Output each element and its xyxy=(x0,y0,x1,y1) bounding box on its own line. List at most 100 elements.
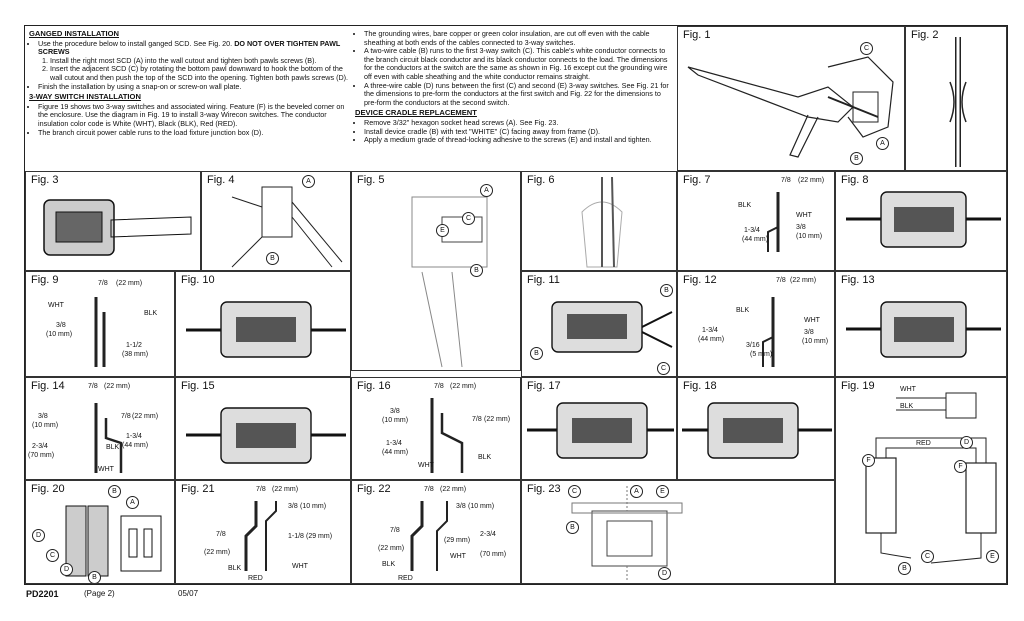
wire-blk: BLK xyxy=(900,403,914,410)
figure-9: Fig. 9 7/8 (22 mm) WHT BLK 3/8 (10 mm) 1… xyxy=(25,271,175,377)
device-wired-drawing xyxy=(682,402,832,459)
dim-22mm: (22 mm) xyxy=(272,486,299,493)
callout-f: F xyxy=(862,454,875,467)
figure-21: Fig. 21 7/8 (22 mm) 3/8 (10 mm) 7/8 1-1/… xyxy=(175,480,351,584)
cradle-bullet-2: Install device cradle (B) with text "WHI… xyxy=(364,127,673,137)
conductor-dimension-drawing xyxy=(94,297,106,367)
callout-a: A xyxy=(630,485,643,498)
dim-3-8: 3/8 xyxy=(804,329,814,336)
callout-b: B xyxy=(108,485,121,498)
callout-c: C xyxy=(568,485,581,498)
dim-1-3-4: 1-3/4 xyxy=(386,440,402,447)
figure-2: Fig. 2 xyxy=(905,26,1007,171)
figure-8: Fig. 8 xyxy=(835,171,1007,271)
callout-c: C xyxy=(860,42,873,55)
callout-c: C xyxy=(657,362,670,375)
figure-17: Fig. 17 xyxy=(521,377,677,480)
callout-b: B xyxy=(660,284,673,297)
dim-10mm: (10 mm) xyxy=(300,503,327,510)
conductor-dimension-drawing xyxy=(430,398,464,473)
dim-2-3-4: 2-3/4 xyxy=(32,443,48,450)
conductor-dimension-drawing xyxy=(244,501,277,571)
figure-10: Fig. 10 xyxy=(175,271,351,377)
device-wired-drawing xyxy=(527,402,674,459)
dim-7-8: 7/8 xyxy=(776,277,786,284)
ganged-device-drawing xyxy=(65,505,162,577)
dim-1-3-4: 1-3/4 xyxy=(744,227,760,234)
dim-29mm: (29 mm) xyxy=(444,537,471,544)
figure-16: Fig. 16 7/8 (22 mm) 3/8 (10 mm) 7/8 (22 … xyxy=(351,377,521,480)
callout-a: A xyxy=(302,175,315,188)
device-wired-drawing xyxy=(846,301,1001,358)
model-number: PD2201 xyxy=(26,589,59,599)
threeway-bullet-1: Figure 19 shows two 3-way switches and a… xyxy=(38,102,349,129)
device-wired-drawing xyxy=(186,301,346,358)
dim-10mm: (10 mm) xyxy=(796,233,823,240)
figure-6-label: Fig. 6 xyxy=(527,174,555,186)
dim-44mm: (44 mm) xyxy=(122,442,149,449)
callout-f: F xyxy=(954,460,967,473)
dim-22mm: (22 mm) xyxy=(790,277,817,284)
ganged-step-2: Insert the adjacent SCD (C) by rotating … xyxy=(50,65,349,82)
dim-22mm: (22 mm) xyxy=(104,383,131,390)
figure-4-label: Fig. 4 xyxy=(207,174,235,186)
figure-2-label: Fig. 2 xyxy=(911,29,939,41)
conductor-dimension-drawing xyxy=(410,501,448,571)
figure-5-label: Fig. 5 xyxy=(357,174,385,186)
dim-1-1-8: 1-1/8 xyxy=(288,533,304,540)
dim-3-8: 3/8 xyxy=(56,322,66,329)
device-wired-drawing xyxy=(846,191,1001,248)
figure-13-label: Fig. 13 xyxy=(841,274,875,286)
figure-1-label: Fig. 1 xyxy=(683,29,711,41)
wire-wht: WHT xyxy=(804,317,820,324)
device-cradle-drawing xyxy=(571,486,683,581)
figure-14: Fig. 14 7/8 (22 mm) 3/8 (10 mm) 7/8 (22 … xyxy=(25,377,175,480)
threeway-bullet-2: The branch circuit power cable runs to t… xyxy=(38,128,349,138)
dim-3-8: 3/8 xyxy=(796,224,806,231)
col2-bullet-3: A three-wire cable (D) runs between the … xyxy=(364,81,673,108)
dim-2-3-4: 2-3/4 xyxy=(480,531,496,538)
callout-d: D xyxy=(32,529,45,542)
revision-date: 05/07 xyxy=(178,589,199,598)
figure-21-label: Fig. 21 xyxy=(181,483,215,495)
figure-22: Fig. 22 7/8 (22 mm) 3/8 (10 mm) 7/8 (29 … xyxy=(351,480,521,584)
figure-9-label: Fig. 9 xyxy=(31,274,59,286)
dim-22mm: (22 mm) xyxy=(440,486,467,493)
dim-3-8: 3/8 xyxy=(38,413,48,420)
wire-forming-drawing xyxy=(411,196,488,368)
cradle-bullet-1: Remove 3/32" hexagon socket head screws … xyxy=(364,118,673,128)
wire-end-drawing xyxy=(949,37,967,167)
dim-7-8: 7/8 xyxy=(256,486,266,493)
dim-44mm: (44 mm) xyxy=(742,236,769,243)
callout-b: B xyxy=(850,152,863,165)
dim-7-8: 7/8 xyxy=(88,383,98,390)
callout-b: B xyxy=(530,347,543,360)
figure-16-label: Fig. 16 xyxy=(357,380,391,392)
ganged-installation-text: GANGED INSTALLATION Use the procedure be… xyxy=(29,29,349,139)
dim-7-8: 7/8 xyxy=(216,531,226,538)
dim-22mm: (22 mm) xyxy=(116,280,143,287)
device-wired-drawing xyxy=(551,301,673,353)
dim-3-8: 3/8 xyxy=(390,408,400,415)
figure-15-label: Fig. 15 xyxy=(181,380,215,392)
wire-wht: WHT xyxy=(98,466,114,473)
threeway-heading: 3-WAY SWITCH INSTALLATION xyxy=(29,92,141,102)
dim-22mm: (22 mm) xyxy=(378,545,405,552)
wire-blk: BLK xyxy=(144,310,158,317)
callout-b: B xyxy=(266,252,279,265)
ganged-bullet1: Use the procedure below to install gange… xyxy=(38,38,233,48)
figure-3-label: Fig. 3 xyxy=(31,174,59,186)
wire-blk: BLK xyxy=(738,202,752,209)
figure-7: Fig. 7 7/8 (22 mm) BLK WHT 3/8 (10 mm) 1… xyxy=(677,171,835,271)
dim-44mm: (44 mm) xyxy=(698,336,725,343)
dim-3-8: 3/8 xyxy=(456,503,466,510)
figure-19: Fig. 19 WHT BLK RED D F F C B E xyxy=(835,377,1007,584)
dim-22mm: (22 mm) xyxy=(132,413,159,420)
dim-7-8: 7/8 xyxy=(472,416,482,423)
dim-5mm: (5 mm) xyxy=(750,351,773,358)
callout-e: E xyxy=(436,224,449,237)
wire-wht: WHT xyxy=(796,212,812,219)
dim-10mm: (10 mm) xyxy=(32,422,59,429)
device-with-tool-drawing xyxy=(43,199,192,256)
figure-20-label: Fig. 20 xyxy=(31,483,65,495)
